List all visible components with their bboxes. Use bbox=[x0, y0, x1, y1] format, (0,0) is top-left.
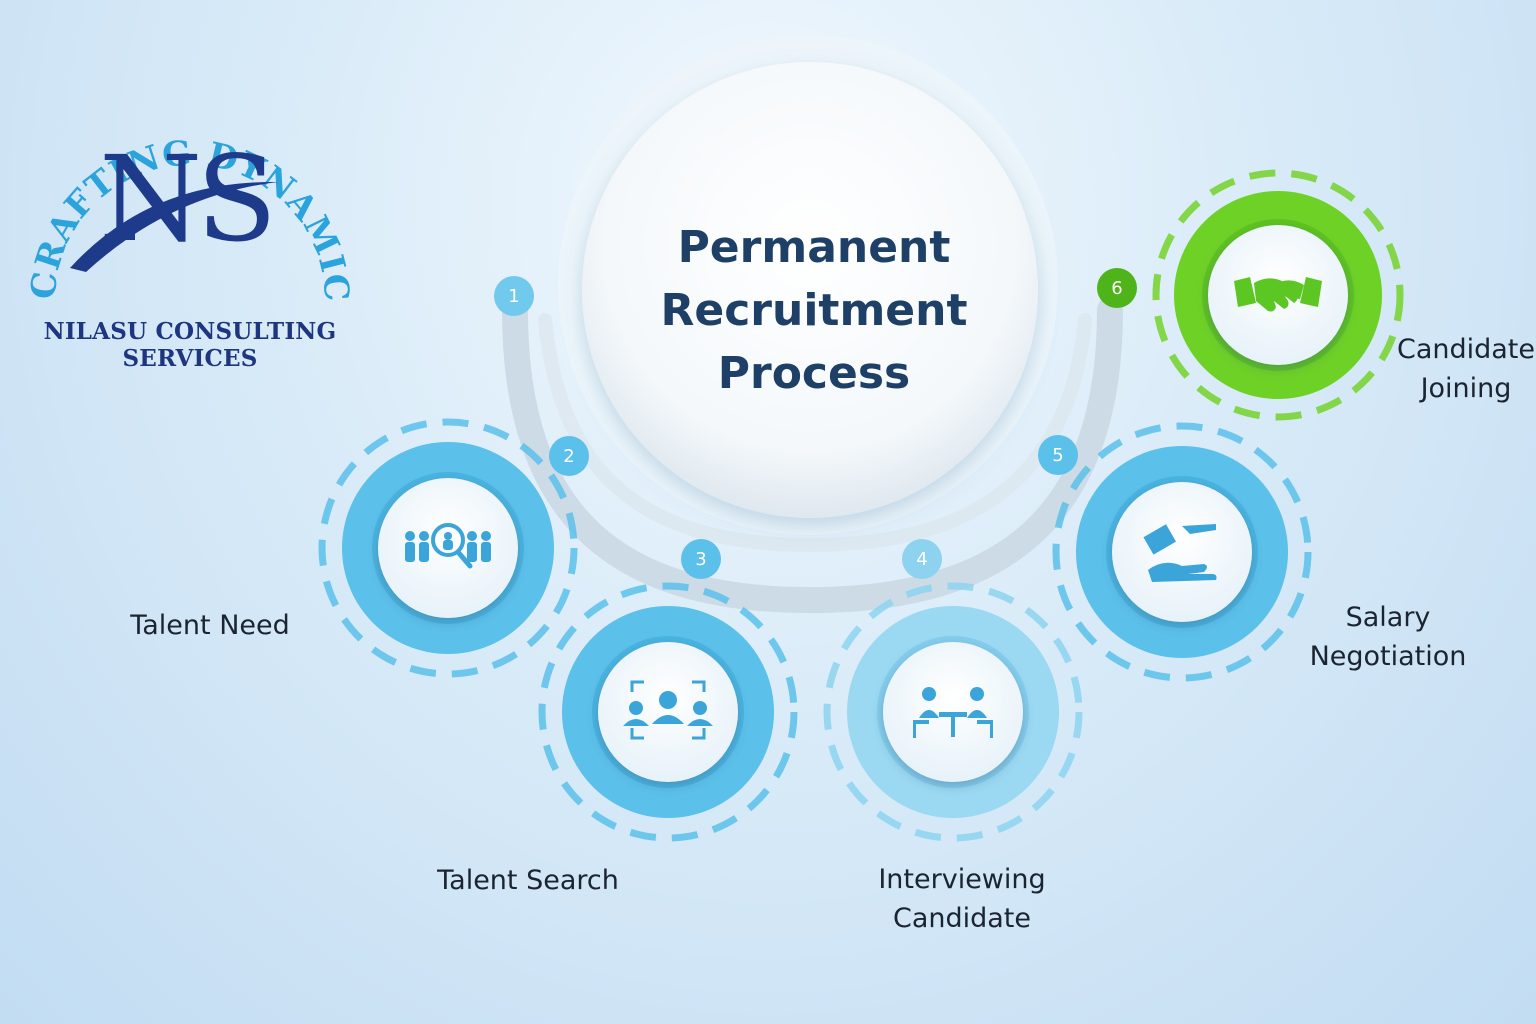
money-hand-icon bbox=[1143, 524, 1217, 582]
svg-text:2: 2 bbox=[563, 446, 574, 467]
step-3-label: Talent Search bbox=[437, 865, 619, 896]
svg-text:4: 4 bbox=[916, 549, 927, 570]
badge-step-5: 5 bbox=[1038, 435, 1078, 475]
badge-step-6: 6 bbox=[1097, 268, 1137, 308]
step-2-label: Talent Need bbox=[130, 610, 290, 641]
interview-table-icon bbox=[913, 687, 993, 738]
step-badges: 1 2 3 4 5 6 bbox=[494, 268, 1137, 579]
step-4-label: Interviewing Candidate bbox=[878, 864, 1046, 934]
step-6-label: Candidate Joining bbox=[1396, 334, 1536, 404]
center-title-line-1: Permanent bbox=[678, 222, 951, 273]
svg-text:6: 6 bbox=[1111, 278, 1122, 299]
step-4-node bbox=[823, 582, 1083, 842]
svg-text:3: 3 bbox=[695, 549, 706, 570]
center-circle: Permanent Recruitment Process bbox=[558, 35, 1058, 535]
step-6-node bbox=[1152, 169, 1404, 421]
step-2-node bbox=[318, 418, 578, 678]
handshake-icon bbox=[1234, 277, 1322, 312]
badge-step-2: 2 bbox=[549, 436, 589, 476]
badge-step-1: 1 bbox=[494, 276, 534, 316]
brand-name: NILASU CONSULTING SERVICES bbox=[43, 318, 337, 372]
group-focus-icon bbox=[623, 680, 713, 740]
brand-swoosh bbox=[70, 181, 278, 272]
step-5-label: Salary Negotiation bbox=[1309, 602, 1467, 672]
brand-logo: CRAFTING DYNAMICS TO REALITY NS bbox=[0, 0, 356, 304]
badge-step-4: 4 bbox=[902, 539, 942, 579]
svg-text:1: 1 bbox=[508, 286, 519, 307]
people-search-icon bbox=[405, 523, 491, 569]
step-3-node bbox=[538, 582, 798, 842]
center-title-line-2: Recruitment bbox=[661, 285, 968, 336]
badge-step-3: 3 bbox=[681, 539, 721, 579]
svg-text:5: 5 bbox=[1052, 445, 1063, 466]
center-title-line-3: Process bbox=[718, 348, 910, 399]
step-5-node bbox=[1052, 422, 1312, 682]
